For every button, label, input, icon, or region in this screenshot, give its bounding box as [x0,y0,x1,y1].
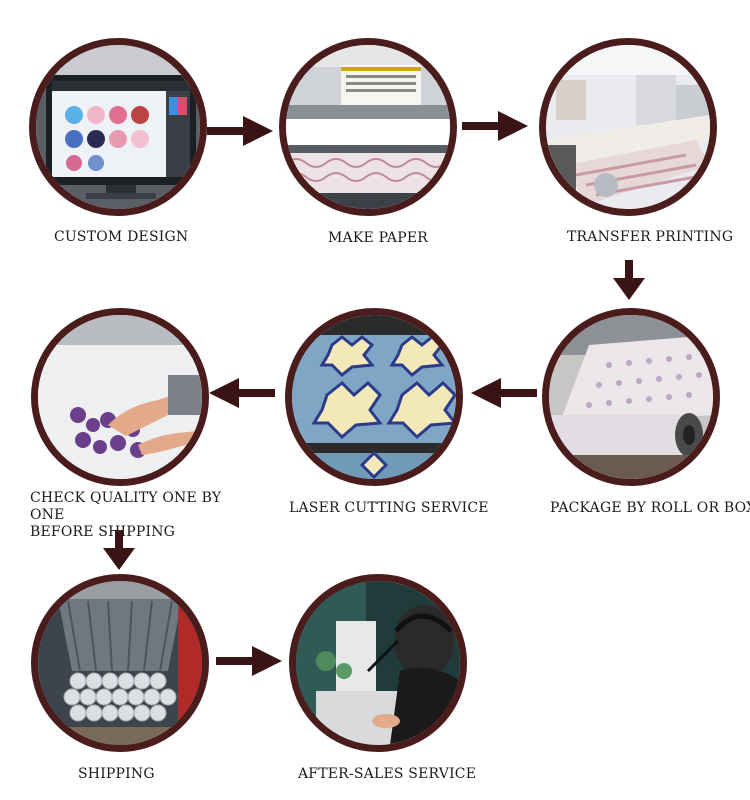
step-label-package: PACKAGE BY ROLL OR BOX [550,500,750,516]
after-sales-photo [289,574,467,752]
arrow-right-icon [207,116,273,146]
step-label-custom-design: CUSTOM DESIGN [54,229,189,245]
custom-design-photo [29,38,207,216]
arrow-left-icon [471,378,537,408]
arrow-right-icon [216,646,282,676]
make-paper-photo [279,38,457,216]
step-label-make-paper: MAKE PAPER [328,230,428,246]
step-label-laser-cutting: LASER CUTTING SERVICE [289,500,489,516]
arrow-right-icon [462,111,528,141]
shipping-photo [31,574,209,752]
step-label-transfer-printing: TRANSFER PRINTING [567,229,734,245]
step-label-check-quality: CHECK QUALITY ONE BY ONE BEFORE SHIPPING [30,490,260,541]
check-quality-photo [31,308,209,486]
step-label-check-quality-line1: CHECK QUALITY ONE BY ONE [30,490,222,523]
transfer-printing-photo [539,38,717,216]
arrow-down-icon [103,530,135,570]
package-photo [542,308,720,486]
arrow-down-icon [613,260,645,300]
step-label-after-sales: AFTER-SALES SERVICE [298,766,477,782]
step-label-shipping: SHIPPING [78,766,155,782]
laser-cutting-photo [285,308,463,486]
arrow-left-icon [209,378,275,408]
step-label-check-quality-line2: BEFORE SHIPPING [30,524,176,540]
